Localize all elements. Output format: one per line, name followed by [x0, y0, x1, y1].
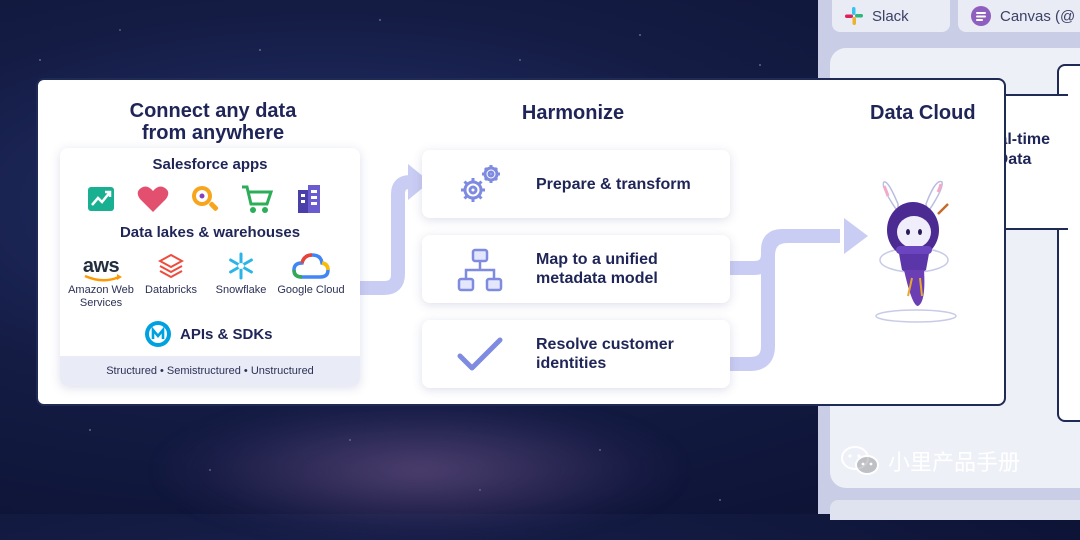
salesforce-apps-heading: Salesforce apps	[152, 156, 268, 173]
wechat-watermark: 小里产品手册	[840, 445, 1020, 477]
step-map-metadata: Map to a unified metadata model	[422, 235, 730, 303]
lake-snowflake-label: Snowflake	[215, 284, 267, 296]
arrow-head-1	[408, 164, 430, 200]
data-cloud-title: Data Cloud	[870, 102, 976, 124]
data-types-footer: Structured • Semistructured • Unstructur…	[60, 356, 360, 386]
step-resolve-identities: Resolve customer identities	[422, 320, 730, 388]
sales-chart-icon	[84, 182, 118, 216]
tab-slack[interactable]: Slack	[832, 0, 950, 32]
arrow-head-2	[844, 218, 868, 254]
lake-google-cloud-label: Google Cloud	[277, 284, 345, 296]
lake-aws-label: Amazon Web Services	[68, 284, 134, 309]
salesforce-app-icons	[84, 182, 326, 216]
industries-building-icon	[292, 182, 326, 216]
aws-logo: aws	[82, 248, 122, 284]
lake-google-cloud: Google Cloud	[276, 248, 346, 310]
lake-snowflake: Snowflake	[206, 248, 276, 310]
wechat-icon	[841, 446, 879, 475]
analytics-search-icon	[188, 182, 222, 216]
google-cloud-logo	[292, 248, 330, 284]
nebula-glow	[160, 400, 680, 540]
checkmark-icon	[457, 337, 503, 371]
apis-sdks-label: APIs & SDKs	[180, 325, 273, 343]
snowflake-logo	[227, 248, 255, 284]
tab-canvas-label: Canvas (@	[1000, 7, 1076, 25]
service-heart-icon	[136, 182, 170, 216]
harmonize-title: Harmonize	[521, 102, 625, 124]
lake-databricks-label: Databricks	[145, 284, 197, 296]
watermark-text: 小里产品手册	[888, 451, 1021, 476]
step-map-metadata-label: Map to a unified metadata model	[536, 251, 658, 287]
tab-slack-label: Slack	[872, 7, 909, 25]
lake-databricks: Databricks	[136, 248, 206, 310]
step-prepare-transform-label: Prepare & transform	[536, 175, 691, 193]
apis-sdks: APIs & SDKs	[144, 320, 273, 348]
aws-logo-text: aws	[82, 255, 120, 277]
canvas-icon	[971, 6, 991, 26]
lake-aws: aws Amazon Web Services	[66, 248, 136, 310]
gears-icon	[461, 165, 500, 202]
genie-mascot-icon	[875, 180, 957, 323]
data-sources-box: Salesforce apps Data lakes & warehouses	[60, 148, 360, 386]
step-resolve-identities-label: Resolve customer identities	[536, 336, 674, 372]
data-lakes-heading: Data lakes & warehouses	[119, 224, 301, 241]
commerce-cart-icon	[240, 182, 274, 216]
mulesoft-icon	[145, 321, 171, 347]
hierarchy-icon	[457, 248, 503, 292]
slack-icon	[845, 7, 863, 25]
diagram-card: Connect any data from anywhere Harmonize…	[36, 78, 1006, 406]
databricks-logo	[158, 248, 184, 284]
app-bottom-strip	[830, 500, 1080, 520]
tab-canvas[interactable]: Canvas (@	[958, 0, 1080, 32]
data-lakes-row: aws Amazon Web Services Databricks Snowf…	[66, 248, 346, 310]
connect-title: Connect any data from anywhere	[129, 100, 297, 144]
flow-arrows	[360, 164, 868, 371]
step-prepare-transform: Prepare & transform	[422, 150, 730, 218]
